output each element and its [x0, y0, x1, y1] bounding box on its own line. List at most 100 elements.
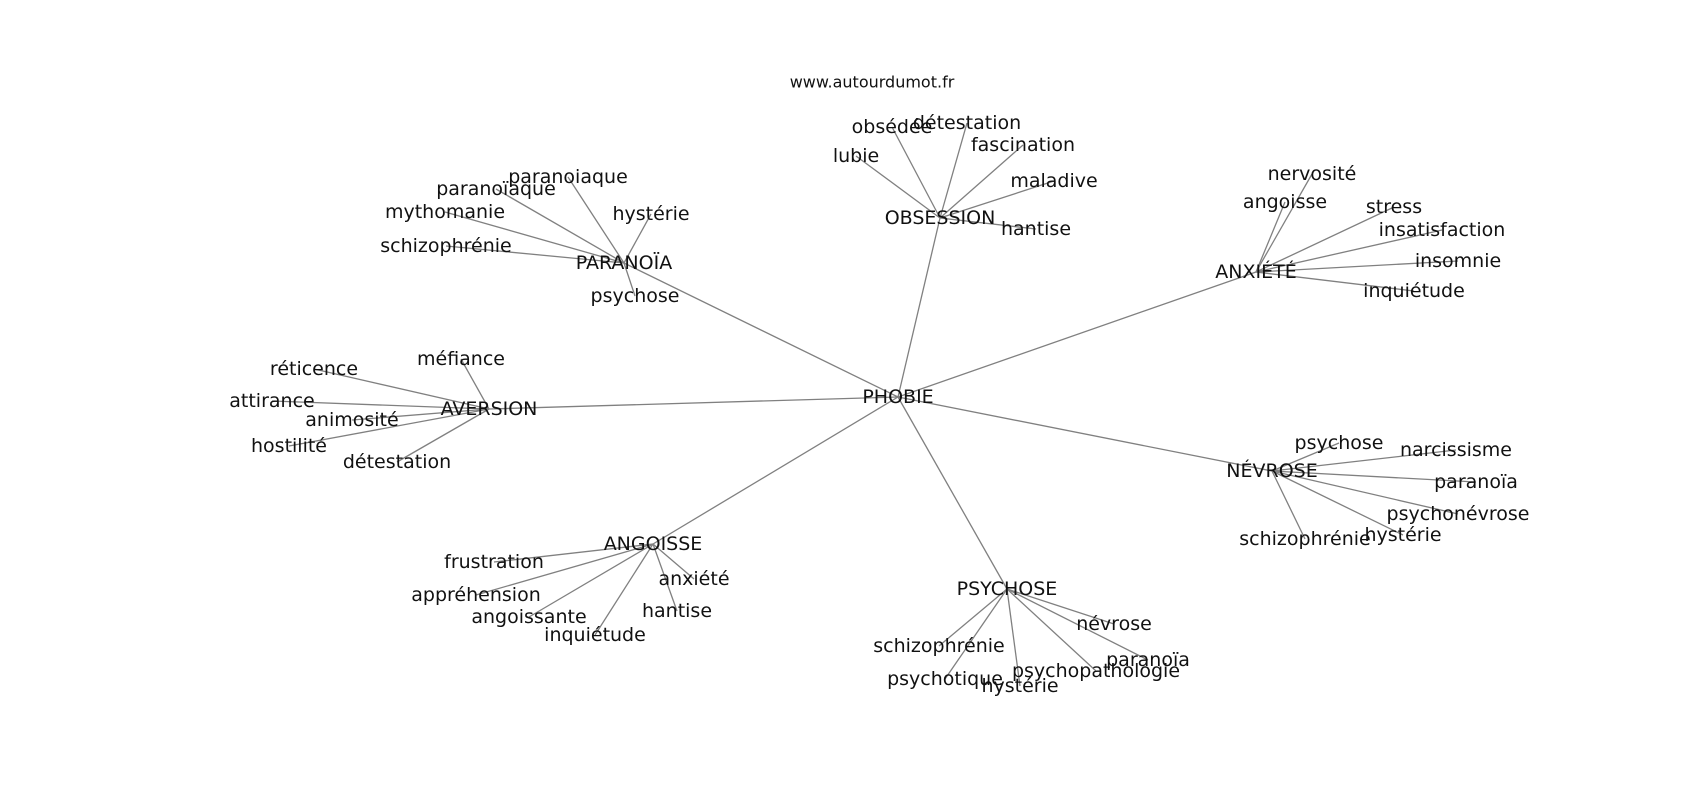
leaf-node-angoisse-1: anxiété [658, 568, 729, 590]
edge-root-obsession [897, 217, 941, 398]
leaf-node-psychose-0: névrose [1076, 613, 1152, 635]
leaf-node-psychose-2: paranoïa [1106, 649, 1190, 671]
leaf-node-obsession-3: fascination [971, 134, 1075, 156]
edge-anxiete-3 [1255, 229, 1443, 273]
leaf-node-aversion-5: détestation [343, 451, 451, 473]
edge-angoisse-3 [652, 543, 678, 612]
leaf-node-aversion-4: hostilité [251, 435, 327, 457]
leaf-node-anxiete-0: nervosité [1268, 163, 1357, 185]
edge-angoisse-0 [493, 543, 654, 563]
leaf-node-paranoia-5: psychose [591, 285, 680, 307]
edge-psychose-0 [1006, 588, 1115, 625]
leaf-node-nevrose-3: psychonévrose [1387, 503, 1530, 525]
leaf-node-anxiete-3: insatisfaction [1379, 219, 1506, 241]
leaf-node-aversion-2: attirance [229, 390, 314, 412]
edge-paranoia-5 [623, 262, 636, 297]
cluster-node-obsession: OBSESSION [885, 207, 996, 229]
edge-aversion-5 [396, 408, 490, 463]
edge-root-nevrose [897, 396, 1273, 472]
leaf-node-paranoia-4: schizophrénie [380, 235, 511, 257]
leaf-node-nevrose-4: hystérie [1364, 524, 1441, 546]
edge-anxiete-2 [1255, 206, 1395, 273]
edge-psychose-1 [938, 588, 1008, 647]
leaf-node-angoisse-5: inquiétude [544, 624, 646, 646]
leaf-node-obsession-5: hantise [1001, 218, 1071, 240]
edge-nevrose-0 [1271, 442, 1340, 472]
edge-obsession-3 [939, 144, 1024, 219]
edge-root-anxiete [897, 271, 1257, 398]
leaf-node-paranoia-0: paranoiaque [508, 166, 628, 188]
edge-nevrose-2 [1271, 470, 1477, 483]
leaf-node-psychose-4: psychotique [887, 668, 1003, 690]
leaf-node-obsession-2: lubie [833, 145, 879, 167]
leaf-node-obsession-4: maladive [1010, 170, 1097, 192]
edge-nevrose-5 [1271, 470, 1306, 540]
edges [271, 122, 1477, 687]
leaf-node-angoisse-2: appréhension [411, 584, 540, 606]
source-watermark: www.autourdumot.fr [790, 73, 955, 92]
edge-psychose-4 [944, 588, 1008, 680]
root-node-label: PHOBIE [862, 386, 933, 408]
edge-anxiete-4 [1255, 260, 1459, 273]
edge-angoisse-5 [594, 543, 654, 636]
edge-aversion-3 [351, 408, 490, 421]
leaf-node-anxiete-5: inquiétude [1363, 280, 1465, 302]
leaf-node-obsession-0: obsédée [852, 116, 933, 138]
leaf-node-anxiete-1: angoisse [1243, 191, 1327, 213]
edge-nevrose-3 [1271, 470, 1459, 515]
cluster-node-psychose: PSYCHOSE [957, 578, 1058, 600]
cluster-node-angoisse: ANGOISSE [604, 533, 703, 555]
edge-nevrose-4 [1271, 470, 1404, 536]
edge-angoisse-1 [652, 543, 695, 580]
cluster-node-anxiete: ANXIÉTÉ [1215, 260, 1296, 283]
edge-paranoia-1 [495, 188, 625, 264]
edge-angoisse-4 [528, 543, 654, 618]
leaf-node-psychose-3: psychopathologie [1012, 660, 1180, 682]
leaf-node-aversion-1: méfiance [417, 348, 505, 370]
leaf-node-anxiete-2: stress [1366, 196, 1422, 218]
edge-root-aversion [488, 396, 899, 410]
edge-psychose-2 [1006, 588, 1149, 661]
edge-paranoia-2 [444, 211, 625, 264]
leaf-node-paranoia-1: paranoïaque [436, 178, 556, 200]
edge-aversion-4 [288, 408, 490, 447]
edge-obsession-0 [891, 126, 941, 219]
leaf-node-nevrose-0: psychose [1295, 432, 1384, 454]
edge-paranoia-0 [567, 176, 625, 264]
edge-aversion-0 [313, 368, 490, 410]
leaf-node-paranoia-2: mythomanie [385, 201, 505, 223]
edge-anxiete-0 [1255, 173, 1313, 273]
leaf-node-aversion-0: réticence [270, 358, 358, 380]
cluster-node-nevrose: NÉVROSE [1226, 459, 1317, 482]
edge-anxiete-5 [1255, 271, 1415, 292]
leaf-node-nevrose-1: narcissisme [1400, 439, 1512, 461]
leaf-node-psychose-1: schizophrénie [873, 635, 1004, 657]
edge-psychose-3 [1006, 588, 1097, 672]
leaf-node-paranoia-3: hystérie [612, 203, 689, 225]
leaf-node-anxiete-4: insomnie [1415, 250, 1501, 272]
edge-obsession-5 [939, 217, 1037, 230]
edge-anxiete-1 [1255, 201, 1286, 273]
edge-root-angoisse [652, 396, 899, 545]
leaf-node-angoisse-3: hantise [642, 600, 712, 622]
leaf-node-angoisse-0: frustration [444, 551, 544, 573]
edge-paranoia-3 [623, 213, 652, 264]
edge-obsession-1 [939, 122, 968, 219]
leaf-node-obsession-1: détestation [913, 112, 1021, 134]
leaf-node-nevrose-5: schizophrénie [1239, 528, 1370, 550]
cluster-node-paranoia: PARANOÏA [576, 251, 672, 274]
edge-obsession-4 [939, 180, 1055, 219]
edge-psychose-5 [1006, 588, 1021, 687]
edge-aversion-1 [460, 358, 490, 410]
edge-nevrose-1 [1271, 449, 1457, 472]
leaf-node-nevrose-2: paranoïa [1434, 471, 1518, 493]
leaf-node-angoisse-4: angoissante [471, 606, 586, 628]
edge-paranoia-4 [445, 245, 625, 264]
edge-aversion-2 [271, 400, 490, 410]
edge-angoisse-2 [475, 543, 654, 596]
edge-root-psychose [897, 396, 1008, 590]
edge-root-paranoia [623, 262, 899, 398]
edge-obsession-2 [855, 155, 941, 219]
labels: www.autourdumot.fr PHOBIE OBSESSION obsédé… [229, 73, 1529, 698]
